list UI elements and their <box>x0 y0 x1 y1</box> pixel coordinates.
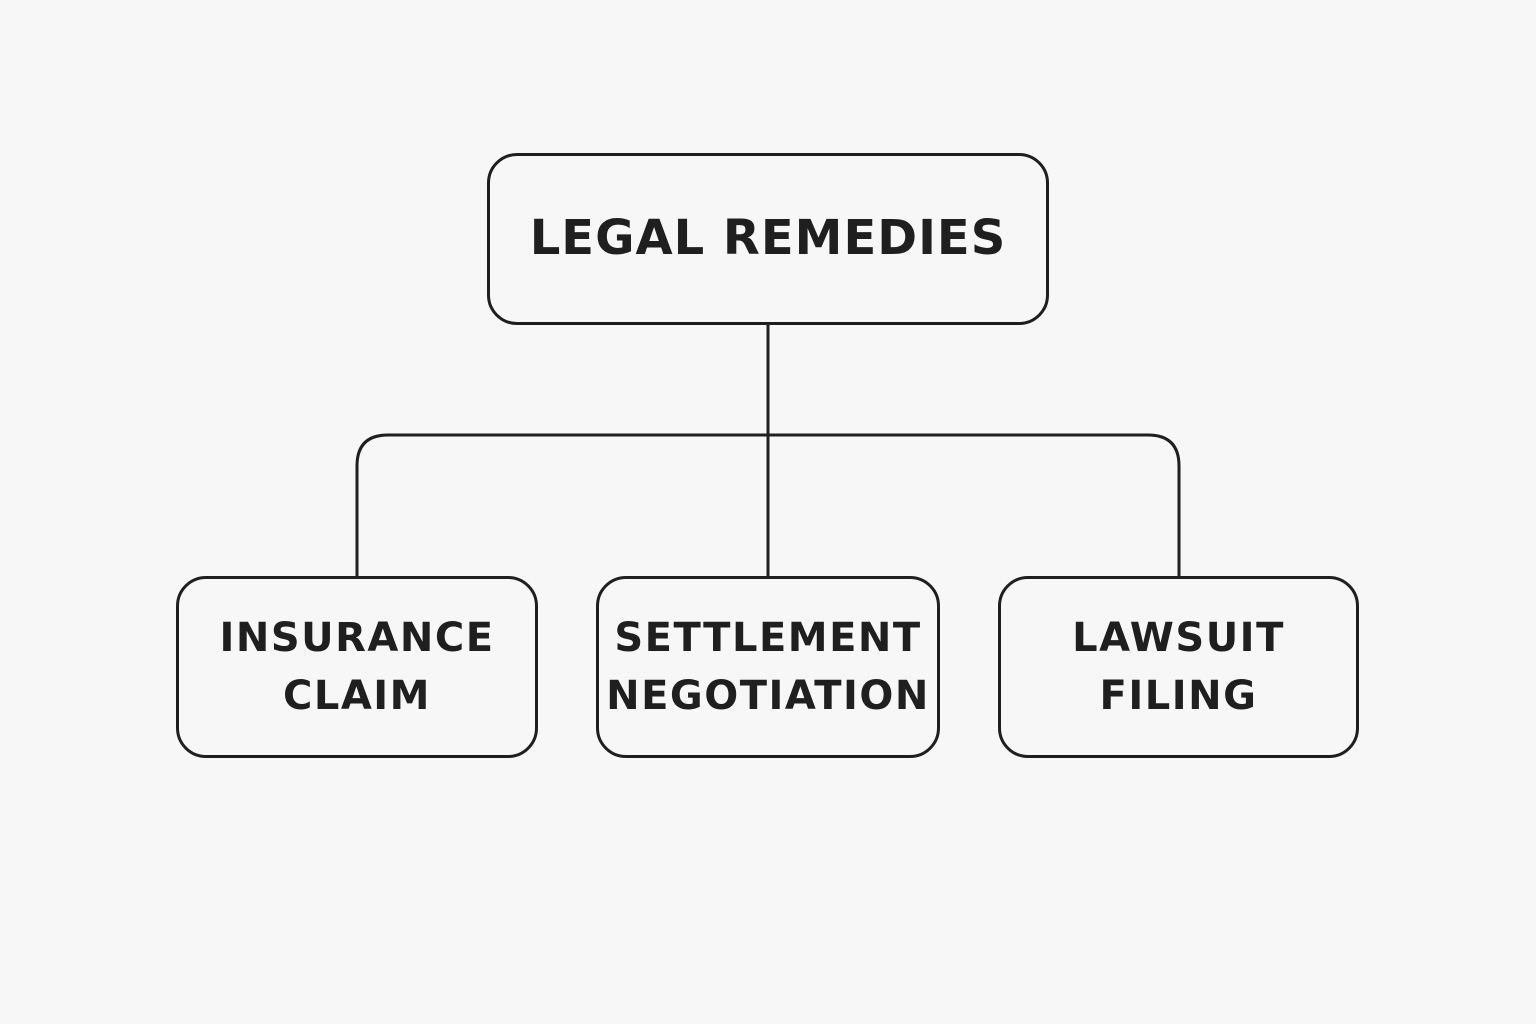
child-node-label-lawsuit-filing: LAWSUIT FILING <box>1072 615 1285 719</box>
child-node-insurance-claim: INSURANCE CLAIM <box>176 576 538 758</box>
child-node-settlement-negotiation: SETTLEMENT NEGOTIATION <box>596 576 940 758</box>
child-node-label-insurance-claim: INSURANCE CLAIM <box>219 615 495 719</box>
root-node-label: LEGAL REMEDIES <box>529 210 1007 267</box>
left-branch-connector <box>355 433 770 578</box>
right-branch-connector <box>766 433 1181 578</box>
root-node-legal-remedies: LEGAL REMEDIES <box>487 153 1049 325</box>
child-node-label-settlement-negotiation: SETTLEMENT NEGOTIATION <box>606 615 930 719</box>
child-node-lawsuit-filing: LAWSUIT FILING <box>998 576 1359 758</box>
